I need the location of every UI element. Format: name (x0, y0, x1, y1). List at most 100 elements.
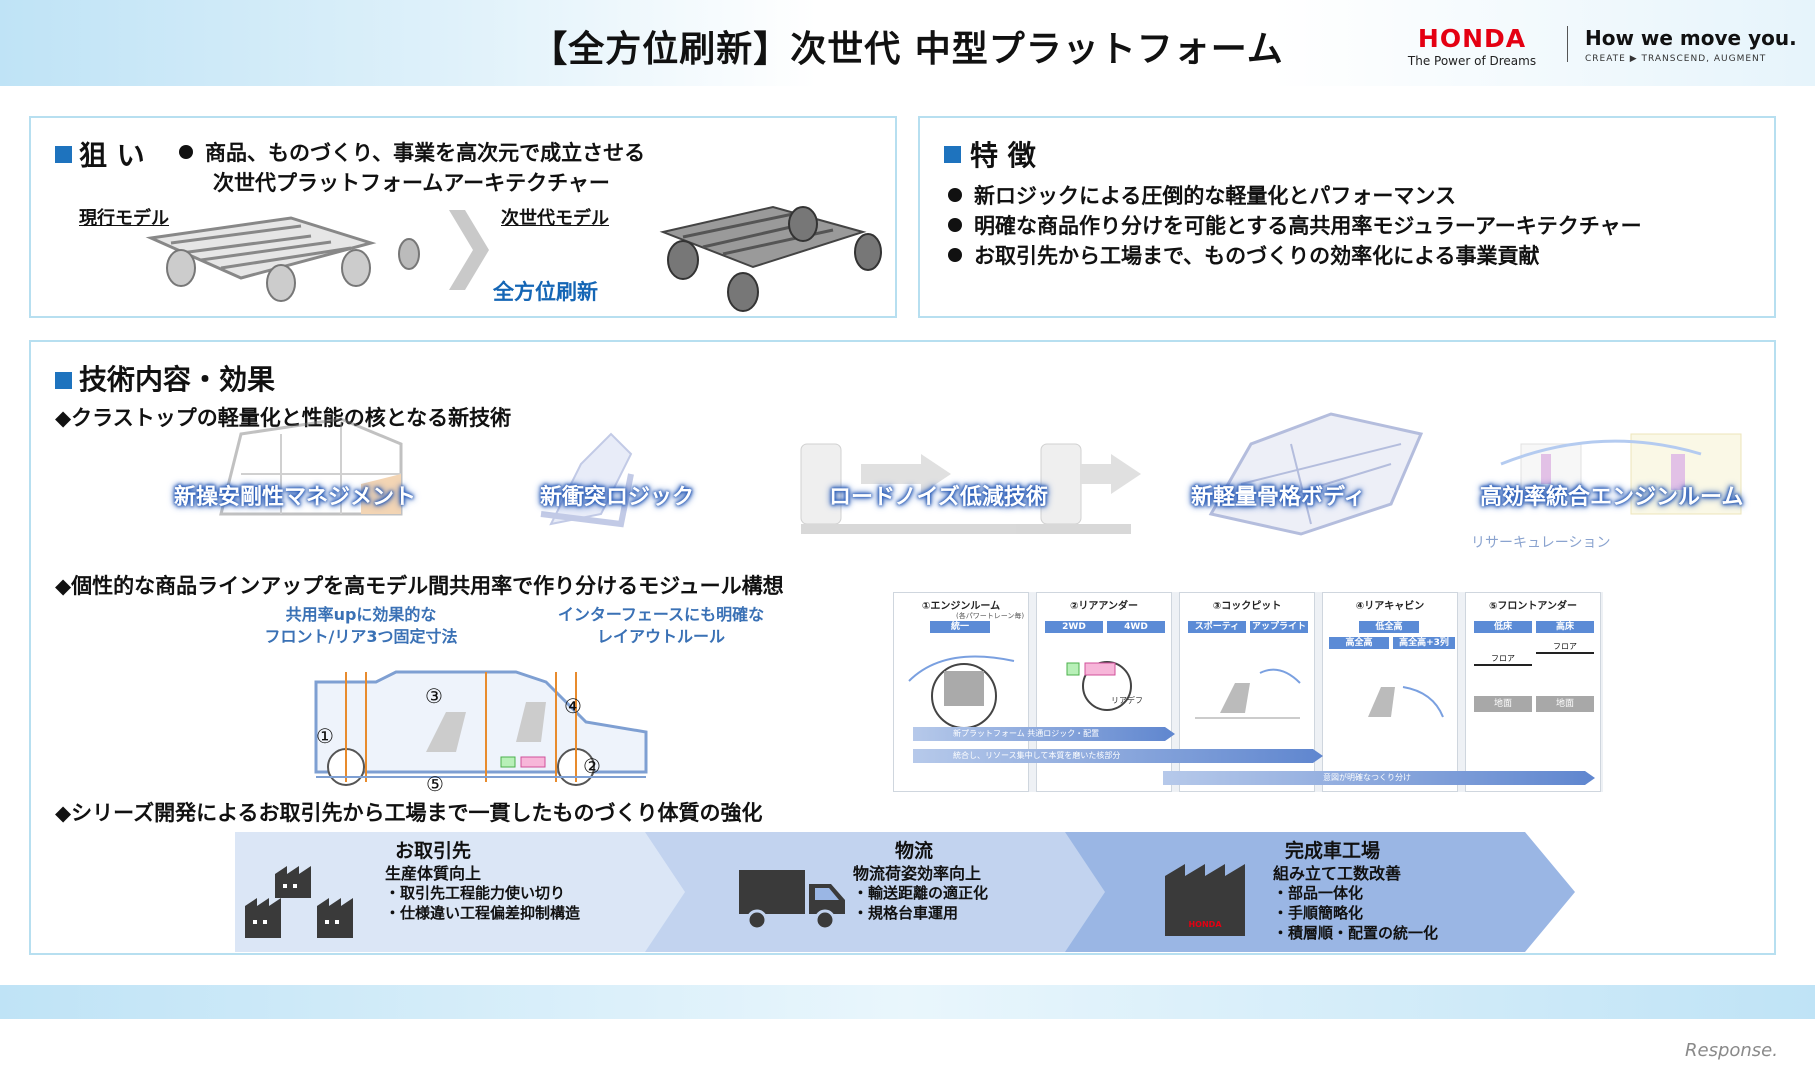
module-tag-high-floor: 高床 (1536, 621, 1594, 633)
tech-item-body: 新軽量骨格ボディ (1191, 485, 1366, 510)
module-arrow-differentiation: 意図が明確なつくり分け (1163, 771, 1595, 785)
aim-bullet-line2: 次世代プラットフォームアーキテクチャー (213, 171, 610, 195)
logo-divider (1567, 26, 1568, 62)
callout2-line2: レイアウトルール (596, 627, 725, 646)
tech-sub1: ◆クラストップの軽量化と性能の核となる新技術 (55, 406, 512, 430)
tech-sub3: ◆シリーズ開発によるお取引先から工場まで一貫したものづくり体質の強化 (55, 801, 763, 825)
section-square-icon (55, 372, 72, 389)
features-heading: 特 徴 (970, 139, 1036, 172)
factory-icon (245, 866, 353, 938)
feature-item-2: 明確な商品作り分けを可能とする高共用率モジュラーアーキテクチャー (948, 210, 1642, 240)
tech-sub2: ◆個性的な商品ラインアップを高モデル間共用率で作り分けるモジュール構想 (55, 574, 784, 598)
chain-supplier-item-2: ・仕様違い工程偏差抑制構造 (385, 904, 581, 922)
rear-cabin-image (1368, 686, 1444, 718)
chain-stage-logistics (645, 832, 1115, 952)
feature-item-1: 新ロジックによる圧倒的な軽量化とパフォーマンス (948, 180, 1456, 210)
module-title-engine-room: ①エンジンルーム (921, 601, 1001, 612)
section-square-icon (55, 146, 72, 163)
rear-under-image (1066, 661, 1132, 711)
page-title: 【全方位刷新】次世代 中型プラットフォーム (531, 29, 1284, 70)
rear-diff-label: リアデフ (1111, 696, 1143, 705)
circled-5: ⑤ (426, 772, 444, 796)
chain-logistics-item-1: ・輸送距離の適正化 (853, 884, 989, 902)
chain-logistics-title: 物流 (895, 840, 934, 862)
module-tag-high-3row: 高全高+3列 (1393, 637, 1455, 649)
feature-item-3-text: お取引先から工場まで、ものづくりの効率化による事業貢献 (974, 244, 1540, 268)
tech-item-engine-room: 高効率統合エンジンルーム (1480, 485, 1744, 510)
chain-stage-supplier (235, 832, 695, 952)
module-tag-high-height: 高全高 (1329, 637, 1389, 649)
factory-honda-badge: HONDA (1177, 920, 1233, 930)
assembly-factory-icon (1165, 864, 1245, 936)
aim-heading: 狙 い (79, 139, 145, 172)
aim-bullet-line1: 商品、ものづくり、事業を高次元で成立させる (205, 141, 646, 165)
module-tag-2wd: 2WD (1045, 621, 1103, 633)
module-tag-upright: アップライト (1250, 621, 1308, 633)
chain-factory-item-2: ・手順簡略化 (1273, 904, 1364, 922)
brand-name: HONDA (1417, 24, 1527, 53)
tech-panel: 技術内容・効果 ◆クラストップの軽量化と性能の核となる新技術 新操安剛性マネジメ… (29, 340, 1776, 955)
chain-logistics-sub: 物流荷姿効率向上 (853, 864, 982, 883)
module-col-rear-cabin: ④リアキャビン 低全高 高全高 高全高+3列 (1322, 592, 1458, 792)
chain-supplier-title: お取引先 (395, 840, 472, 862)
slogan-sub: CREATE ▶ TRANSCEND, AUGMENT (1585, 54, 1767, 64)
chain-stage-factory (1065, 832, 1575, 952)
chain-factory-sub: 組み立て工数改善 (1273, 864, 1402, 883)
floor-high-label: フロア (1536, 641, 1594, 654)
section-square-icon (944, 146, 961, 163)
engine-room-image (908, 655, 1015, 729)
chain-factory-item-3: ・積層順・配置の統一化 (1273, 924, 1439, 942)
ground-label-1: 地面 (1474, 696, 1532, 712)
floor-low-label: フロア (1474, 653, 1532, 666)
module-table: ①エンジンルーム 統一 (各パワートレーン毎) ②リアアンダー 2WD 4WD … (893, 592, 1603, 792)
chain-factory-title: 完成車工場 (1285, 840, 1381, 862)
bullet-icon (179, 145, 193, 159)
module-tag-low-height: 低全高 (1359, 621, 1419, 633)
chain-supplier-sub: 生産体質向上 (385, 864, 482, 883)
module-tag-4wd: 4WD (1107, 621, 1165, 633)
module-note-powertrain: (各パワートレーン毎) (956, 612, 1025, 620)
callout-fixed-dimensions: 共用率upに効果的な フロント/リア3つ固定寸法 (241, 604, 481, 648)
callout2-line1: インターフェースにも明確な (557, 605, 765, 624)
features-panel: 特 徴 新ロジックによる圧倒的な軽量化とパフォーマンス 明確な商品作り分けを可能… (918, 116, 1776, 318)
next-chassis-image (659, 205, 882, 312)
module-tag-low-floor: 低床 (1474, 621, 1532, 633)
bullet-icon (948, 218, 962, 232)
module-arrow-core: 統合し、リソース集中して本質を磨いた核部分 (913, 749, 1323, 763)
callout1-line1: 共用率upに効果的な (285, 605, 437, 624)
truck-icon (739, 870, 845, 931)
chevron-right-icon (449, 210, 489, 290)
module-tag-unified: 統一 (930, 621, 990, 633)
tech-item-handling: 新操安剛性マネジメント (174, 485, 417, 510)
tech-heading: 技術内容・効果 (79, 363, 276, 396)
slogan-main: How we move you. (1585, 26, 1797, 50)
module-tag-sporty: スポーティ (1188, 621, 1246, 633)
aim-panel: 狙 い 商品、ものづくり、事業を高次元で成立させる 次世代プラットフォームアーキ… (29, 116, 897, 318)
next-model-label: 次世代モデル (501, 208, 609, 229)
honda-logo: HONDA The Power of Dreams (1396, 24, 1548, 69)
current-model-label: 現行モデル (79, 208, 169, 229)
circled-4: ④ (564, 694, 582, 718)
footer-band (0, 985, 1815, 1019)
slogan: How we move you. CREATE ▶ TRANSCEND, AUG… (1585, 26, 1797, 64)
module-layout-diagram (314, 670, 648, 786)
brand-tagline: The Power of Dreams (1407, 54, 1537, 68)
aim-bullet: 商品、ものづくり、事業を高次元で成立させる (179, 137, 645, 167)
refresh-label: 全方位刷新 (493, 280, 598, 304)
header-band (0, 0, 1815, 86)
chain-supplier-item-1: ・取引先工程能力使い切り (385, 884, 566, 902)
module-arrow-common-logic: 新プラットフォーム 共通ロジック・配置 (913, 727, 1175, 741)
circled-1: ① (316, 724, 334, 748)
module-title-rear-cabin: ④リアキャビン (1355, 601, 1425, 612)
module-col-front-under: ⑤フロントアンダー 低床 高床 フロア フロア 地面 地面 (1465, 592, 1601, 792)
circled-2: ② (583, 754, 601, 778)
tech-item-roadnoise: ロードノイズ低減技術 (829, 485, 1048, 510)
feature-item-3: お取引先から工場まで、ものづくりの効率化による事業貢献 (948, 240, 1540, 270)
feature-item-1-text: 新ロジックによる圧倒的な軽量化とパフォーマンス (974, 184, 1456, 208)
tech-item-crash: 新衝突ロジック (540, 485, 695, 510)
module-title-cockpit: ③コックピット (1212, 601, 1282, 612)
feature-item-2-text: 明確な商品作り分けを可能とする高共用率モジュラーアーキテクチャー (974, 214, 1642, 238)
current-chassis-image (145, 216, 420, 302)
module-title-rear-under: ②リアアンダー (1069, 601, 1139, 612)
circled-3: ③ (425, 684, 443, 708)
